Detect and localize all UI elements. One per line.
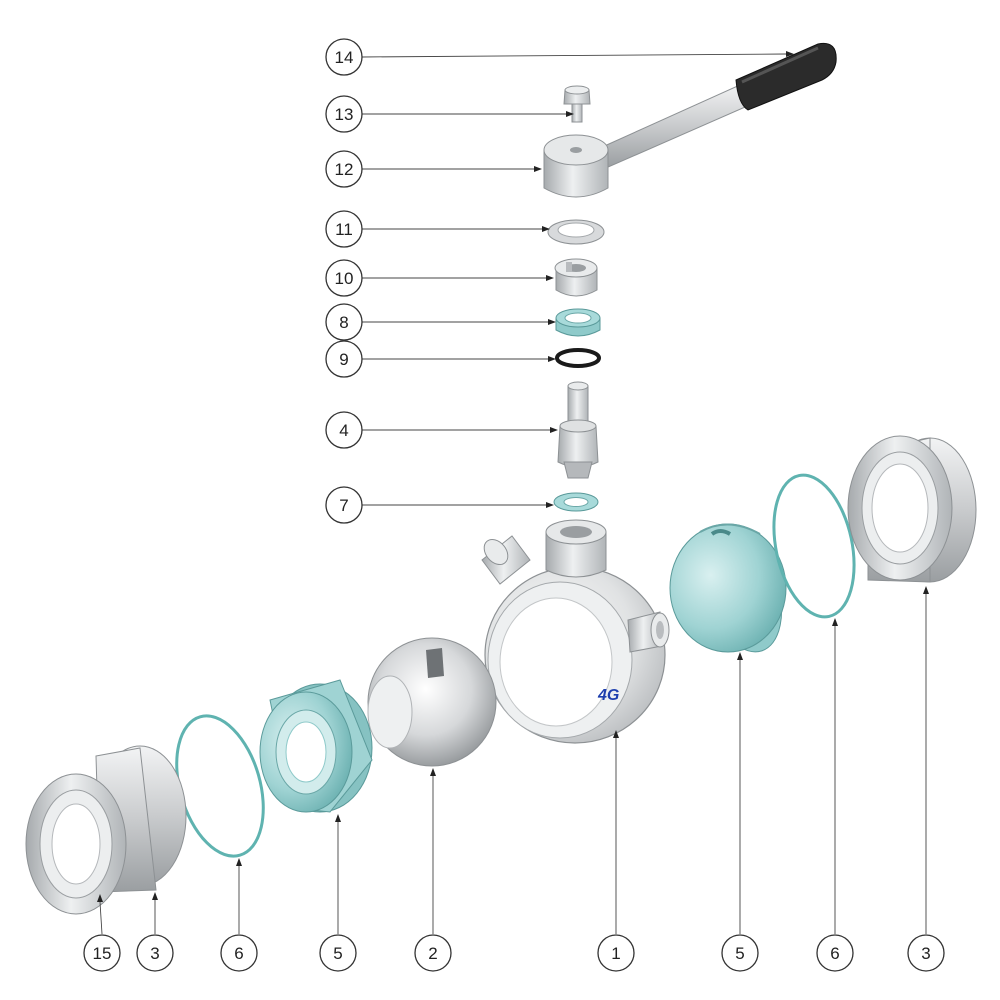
seat-left xyxy=(259,679,373,813)
callout-label: 3 xyxy=(921,944,930,963)
callout-11: 11 xyxy=(325,210,363,248)
callout-label: 6 xyxy=(234,944,243,963)
callout-9: 9 xyxy=(325,340,363,378)
callout-label: 5 xyxy=(735,944,744,963)
gland-nut xyxy=(554,258,598,297)
callout-label: 8 xyxy=(339,313,348,332)
callout-label: 2 xyxy=(428,944,437,963)
packing-ring xyxy=(555,308,601,337)
leader-lines xyxy=(97,51,929,935)
callout-3-left: 3 xyxy=(136,934,174,972)
callout-8: 8 xyxy=(325,303,363,341)
callout-6-right: 6 xyxy=(816,934,854,972)
callout-12: 12 xyxy=(325,150,363,188)
callout-label: 6 xyxy=(830,944,839,963)
callout-label: 10 xyxy=(335,269,354,288)
callout-5-left: 5 xyxy=(319,934,357,972)
seat-right xyxy=(669,523,787,653)
brand-logo: 4G xyxy=(597,687,619,704)
callout-15: 15 xyxy=(83,934,121,972)
callout-label: 13 xyxy=(335,105,354,124)
callout-label: 3 xyxy=(150,944,159,963)
union-end-right xyxy=(847,435,977,583)
handle-lever xyxy=(599,42,837,169)
callout-label: 4 xyxy=(339,421,348,440)
callout-13: 13 xyxy=(325,95,363,133)
valve-ball xyxy=(367,637,497,767)
lock-washer xyxy=(547,219,605,245)
handle-grip xyxy=(735,42,837,111)
o-ring xyxy=(555,348,601,368)
callout-10: 10 xyxy=(325,259,363,297)
callout-3-right: 3 xyxy=(907,934,945,972)
callout-4: 4 xyxy=(325,411,363,449)
callout-label: 14 xyxy=(335,48,354,67)
gasket-right xyxy=(772,473,856,619)
callout-6-left: 6 xyxy=(220,934,258,972)
callout-label: 12 xyxy=(335,160,354,179)
hex-bolt xyxy=(563,85,591,123)
callout-label: 11 xyxy=(335,220,353,239)
callout-label: 15 xyxy=(93,944,112,963)
callout-5-right: 5 xyxy=(721,934,759,972)
valve-stem xyxy=(557,381,599,479)
callout-7: 7 xyxy=(325,486,363,524)
thrust-washer xyxy=(553,492,599,512)
callout-14: 14 xyxy=(325,38,363,76)
callout-label: 9 xyxy=(339,350,348,369)
callout-1: 1 xyxy=(597,934,635,972)
union-end-left xyxy=(25,745,187,915)
callout-2: 2 xyxy=(414,934,452,972)
handle-hub xyxy=(543,134,609,198)
callout-label: 1 xyxy=(611,944,620,963)
valve-body: 4G xyxy=(481,519,670,744)
callout-label: 5 xyxy=(333,944,342,963)
callout-label: 7 xyxy=(339,496,348,515)
